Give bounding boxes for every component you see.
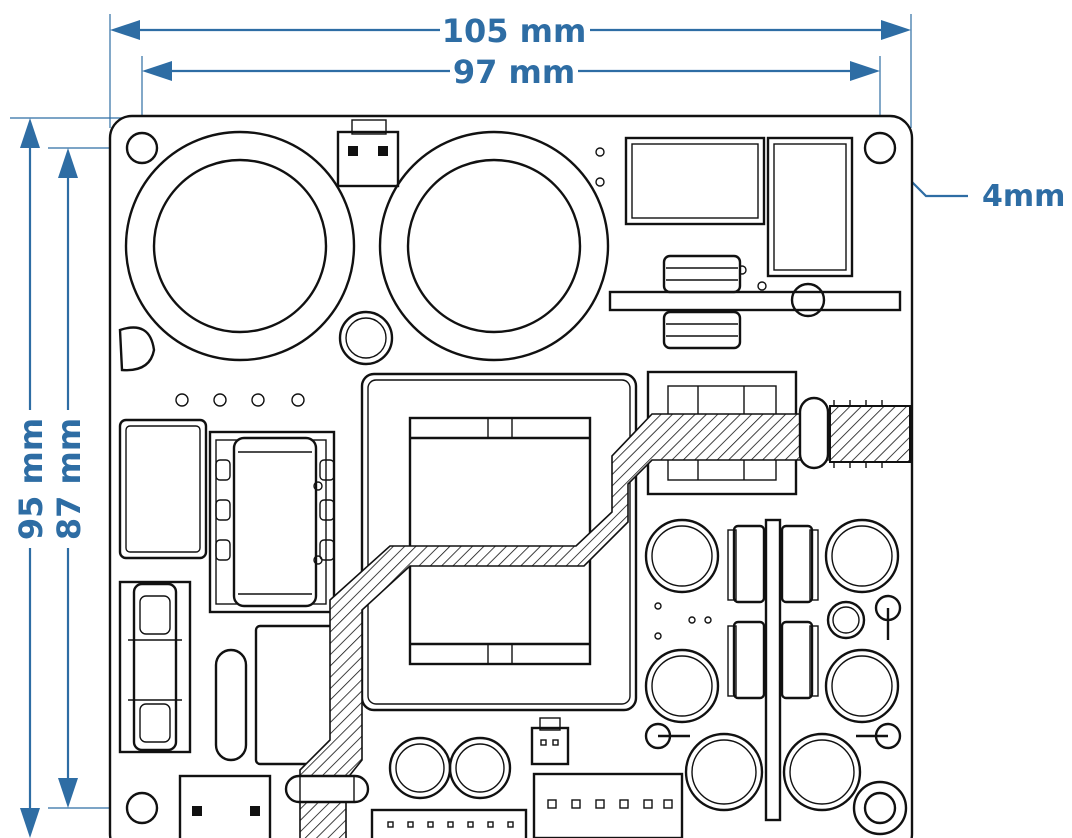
arrow-bottom-87 (58, 778, 78, 808)
big-capacitor-mid-inner (406, 158, 582, 334)
right-heatsink-bar (764, 518, 782, 822)
mounting-hole-top-left (125, 131, 159, 165)
arrow-top-87 (58, 148, 78, 178)
small-capacitor-top (338, 310, 394, 366)
big-capacitor-left-outer (124, 130, 356, 362)
label-97: 97 mm (453, 53, 575, 91)
arrow-right-105 (881, 20, 911, 40)
fuse-holder (118, 580, 192, 754)
pin (348, 146, 358, 156)
pcb-board (108, 114, 914, 838)
label-105: 105 mm (442, 12, 587, 50)
label-87: 87 mm (50, 418, 88, 540)
cap-r1 (644, 518, 720, 594)
arrow-bottom-95 (20, 808, 40, 838)
cap-r4 (824, 648, 900, 724)
mounting-hole-top-right (863, 131, 897, 165)
top-connector (336, 130, 400, 188)
arrow-top-95 (20, 118, 40, 148)
pin (378, 146, 388, 156)
heatsink-strip (608, 290, 902, 312)
cap-r3 (644, 648, 720, 724)
mosfet-bottom (662, 310, 742, 350)
top-connector-tab (351, 119, 387, 135)
label-95: 95 mm (12, 418, 50, 540)
arrow-left-97 (142, 61, 172, 81)
small-bottom-connector (530, 726, 570, 766)
oval-slot (214, 648, 248, 762)
top-right-module-a (624, 136, 766, 226)
dimension-annotations: 105 mm 97 mm 95 mm 87 mm 4mm (10, 12, 1065, 838)
label-4mm: 4mm (982, 179, 1065, 214)
cap-r5 (684, 732, 764, 812)
hatched-trace (299, 413, 829, 838)
small-transformer-frame (208, 430, 336, 614)
small-transformer-core (232, 436, 318, 608)
bottom-fuse (284, 774, 370, 804)
bottom-left-connector (178, 774, 272, 838)
top-right-module-b (766, 136, 854, 278)
main-transformer-outer (360, 372, 638, 712)
big-capacitor-mid-outer (378, 130, 610, 362)
mounting-hole-ring-br (852, 780, 908, 836)
big-capacitor-left-inner (152, 158, 328, 334)
bottom-header-6pin (532, 772, 684, 838)
left-diode (118, 326, 156, 372)
mosfet-top (662, 254, 742, 294)
arrow-left-105 (110, 20, 140, 40)
mounting-hole-bottom-left (125, 791, 159, 825)
left-box-cap (118, 418, 208, 560)
right-connector-hatched (829, 405, 911, 463)
cap-r7 (826, 600, 866, 640)
mounting-hole-bottom-right (863, 791, 897, 825)
cap-r2 (824, 518, 900, 594)
small-capacitor-top-inner (345, 317, 387, 359)
arrow-right-97 (850, 61, 880, 81)
cap-r6 (782, 732, 862, 812)
bottom-header-long (370, 808, 528, 838)
